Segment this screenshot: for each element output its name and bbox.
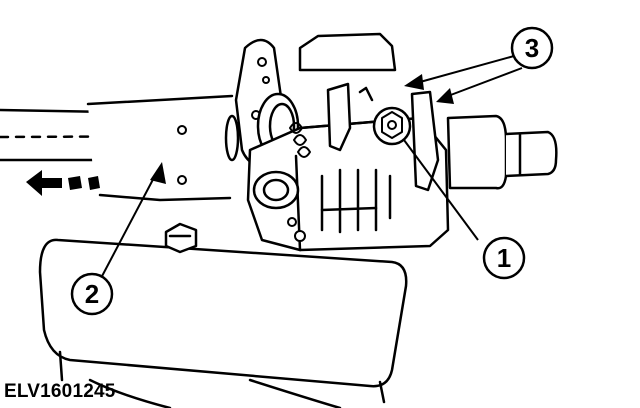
callout-3: 3 — [510, 26, 554, 70]
callout-1-label: 1 — [497, 243, 511, 273]
leader-3a — [419, 55, 515, 83]
guide-plate-left — [326, 82, 352, 152]
figure-code: ELV1601245 — [4, 381, 116, 402]
arrowhead-3b — [436, 88, 454, 104]
callout-3-label: 3 — [525, 33, 539, 63]
callout-2-label: 2 — [85, 279, 99, 309]
ribbed-face — [320, 168, 392, 234]
upper-housing — [298, 32, 397, 72]
lower-bracket — [38, 238, 408, 388]
arrowhead-3a — [404, 74, 424, 90]
leader-1 — [403, 139, 479, 241]
output-shaft — [446, 114, 508, 190]
guide-plate-right — [410, 90, 440, 192]
spring-coil — [289, 122, 311, 158]
leader-3b — [447, 67, 523, 97]
leader-2 — [99, 169, 159, 281]
column-tube — [88, 96, 242, 210]
callout-2: 2 — [70, 272, 114, 316]
callout-1: 1 — [482, 236, 526, 280]
leader-lines — [99, 55, 523, 281]
bracket-bolt — [164, 222, 198, 254]
arrowhead-2 — [150, 162, 166, 184]
movement-arrow — [26, 170, 100, 196]
